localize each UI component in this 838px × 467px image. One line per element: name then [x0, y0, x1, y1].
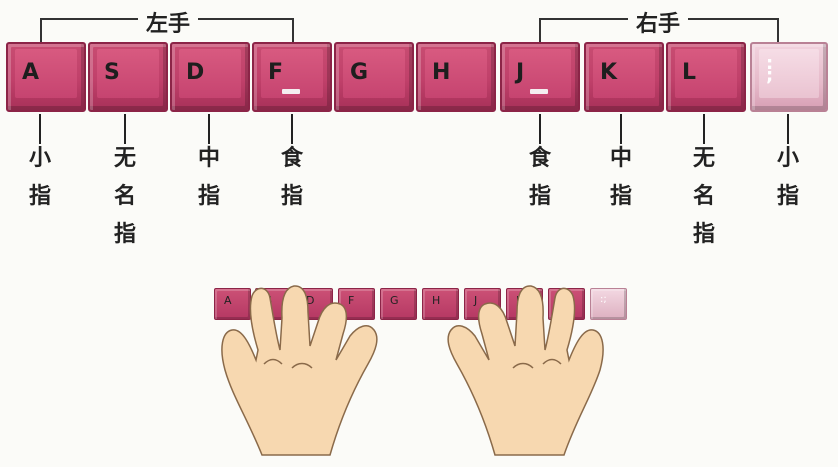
right-hand: [448, 286, 603, 455]
left-hand: [222, 286, 377, 455]
